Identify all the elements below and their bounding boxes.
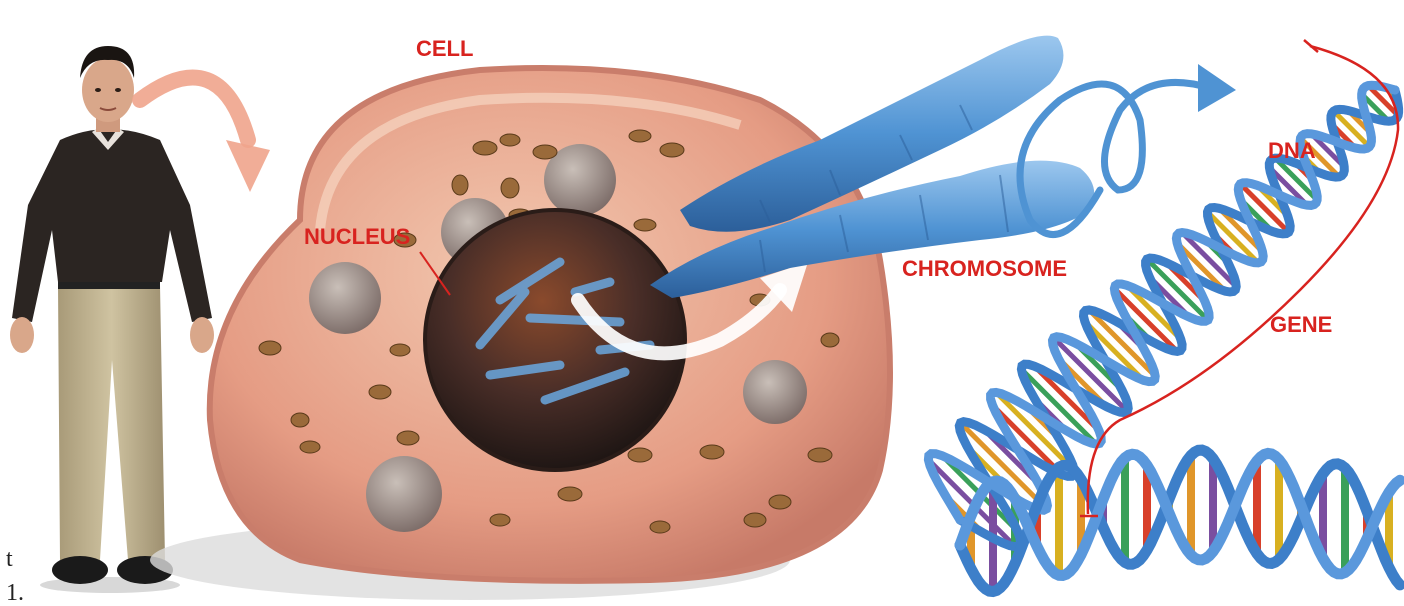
nucleus-label: NUCLEUS xyxy=(304,224,410,249)
person-figure xyxy=(10,46,214,593)
margin-text-line2: 1. xyxy=(6,580,24,606)
chromosome-label: CHROMOSOME xyxy=(902,256,1067,281)
cell-illustration xyxy=(150,68,890,600)
margin-text-line1: t xyxy=(6,546,13,572)
gene-label: GENE xyxy=(1270,312,1332,337)
cell-label: CELL xyxy=(416,36,473,61)
dna-helix-illustration xyxy=(928,85,1400,591)
dna-label: DNA xyxy=(1268,138,1316,163)
